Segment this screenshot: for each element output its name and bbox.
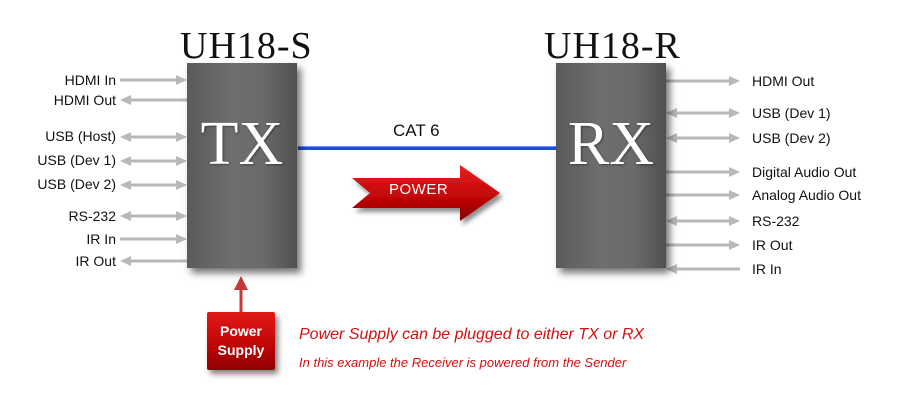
psu-connector-arrowhead [234, 276, 248, 290]
sender-port-arrow-5 [120, 211, 187, 221]
receiver-port-arrow-5 [666, 216, 740, 226]
sender-port-hdmi-in: HDMI In [64, 72, 116, 88]
sender-port-arrow-6 [120, 234, 187, 244]
tx-label: TX [200, 110, 284, 178]
receiver-port-digital-audio-out: Digital Audio Out [752, 164, 857, 180]
sender-port-hdmi-out: HDMI Out [53, 92, 116, 108]
receiver-port-arrow-6 [666, 240, 740, 250]
power-supply-line1: Power [219, 323, 262, 339]
sender-port-ir-in: IR In [86, 231, 116, 247]
power-note-main: Power Supply can be plugged to either TX… [299, 326, 645, 343]
receiver-title: UH18-R [544, 25, 681, 67]
receiver-port-arrow-2 [666, 133, 740, 143]
sender-port-arrow-2 [120, 132, 187, 142]
sender-port-ir-out: IR Out [75, 253, 116, 269]
power-arrow-label: POWER [389, 181, 449, 198]
sender-port-arrow-0 [120, 75, 187, 85]
sender-port-arrow-4 [120, 180, 187, 190]
cat6-label: CAT 6 [393, 121, 440, 140]
receiver-port-arrow-4 [666, 190, 740, 200]
sender-port-arrow-1 [120, 95, 187, 105]
sender-port-rs232: RS-232 [68, 208, 116, 224]
sender-port-usb-host: USB (Host) [45, 128, 116, 144]
port-arrows [120, 75, 740, 274]
power-supply-line2: Supply [217, 342, 265, 358]
receiver-port-ir-out: IR Out [752, 237, 793, 253]
power-supply-label: Power Supply [207, 322, 275, 360]
tx-box: TX [187, 63, 297, 268]
receiver-port-hdmi-out: HDMI Out [752, 73, 815, 89]
sender-port-usb-dev2: USB (Dev 2) [37, 176, 116, 192]
sender-port-arrow-7 [120, 256, 187, 266]
receiver-port-usb-dev1: USB (Dev 1) [752, 105, 831, 121]
receiver-port-analog-audio-out: Analog Audio Out [752, 187, 861, 203]
receiver-port-ir-in: IR In [752, 261, 782, 277]
power-note-sub: In this example the Receiver is powered … [299, 355, 627, 370]
rx-label: RX [567, 110, 655, 178]
receiver-port-usb-dev2: USB (Dev 2) [752, 130, 831, 146]
receiver-port-arrow-0 [666, 76, 740, 86]
receiver-port-arrow-3 [666, 167, 740, 177]
sender-port-usb-dev1: USB (Dev 1) [37, 152, 116, 168]
sender-title: UH18-S [180, 25, 313, 67]
rx-box: RX [556, 63, 666, 268]
receiver-port-arrow-1 [666, 108, 740, 118]
receiver-port-rs232: RS-232 [752, 213, 800, 229]
receiver-port-arrow-7 [666, 264, 740, 274]
sender-port-arrow-3 [120, 156, 187, 166]
power-arrow-shape [352, 165, 500, 221]
power-supply-box: Power Supply [207, 312, 275, 370]
